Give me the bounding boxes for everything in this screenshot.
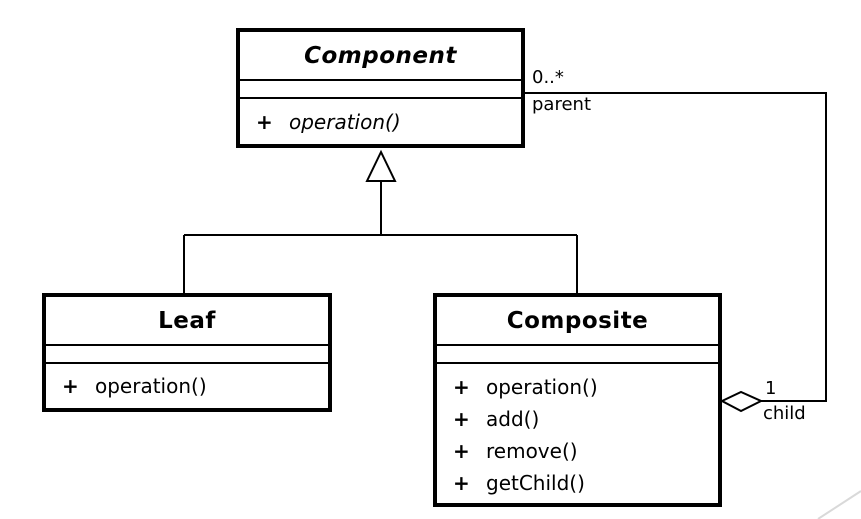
methods-compartment: + operation() — [240, 99, 521, 144]
watermark-diagonal-line — [817, 490, 861, 519]
methods-compartment: + operation() + add() + remove() + getCh… — [437, 364, 718, 503]
attributes-compartment — [240, 81, 521, 99]
role-label-child: child — [763, 403, 806, 424]
methods-compartment: + operation() — [46, 364, 328, 408]
method-row: + getChild() — [453, 467, 718, 499]
visibility-symbol: + — [256, 109, 273, 134]
visibility-symbol: + — [453, 407, 470, 431]
method-signature: operation() — [289, 109, 401, 134]
method-signature: operation() — [95, 374, 207, 398]
method-row: + operation() — [453, 371, 718, 403]
multiplicity-label-parent: 0..* — [532, 67, 564, 88]
role-label-parent: parent — [532, 94, 592, 115]
visibility-symbol: + — [453, 471, 470, 495]
class-box-leaf: Leaf + operation() — [42, 293, 332, 412]
visibility-symbol: + — [453, 439, 470, 463]
attributes-compartment — [46, 346, 328, 364]
aggregation-diamond-icon — [719, 390, 764, 413]
inheritance-triangle-icon — [365, 149, 397, 182]
class-box-component: Component + operation() — [236, 28, 525, 148]
class-box-composite: Composite + operation() + add() + remove… — [433, 293, 722, 507]
method-row: + remove() — [453, 435, 718, 467]
method-signature: operation() — [486, 375, 598, 399]
method-row: + operation() — [256, 106, 521, 138]
class-name: Leaf — [46, 297, 328, 346]
method-signature: remove() — [486, 439, 578, 463]
visibility-symbol: + — [453, 375, 470, 399]
multiplicity-label-child: 1 — [765, 378, 777, 399]
class-name: Composite — [437, 297, 718, 346]
method-signature: getChild() — [486, 471, 585, 495]
aggregation-line — [525, 92, 827, 402]
method-row: + operation() — [62, 370, 328, 402]
method-row: + add() — [453, 403, 718, 435]
method-signature: add() — [486, 407, 540, 431]
class-name: Component — [240, 32, 521, 81]
visibility-symbol: + — [62, 374, 79, 398]
attributes-compartment — [437, 346, 718, 364]
inheritance-line — [183, 181, 578, 293]
